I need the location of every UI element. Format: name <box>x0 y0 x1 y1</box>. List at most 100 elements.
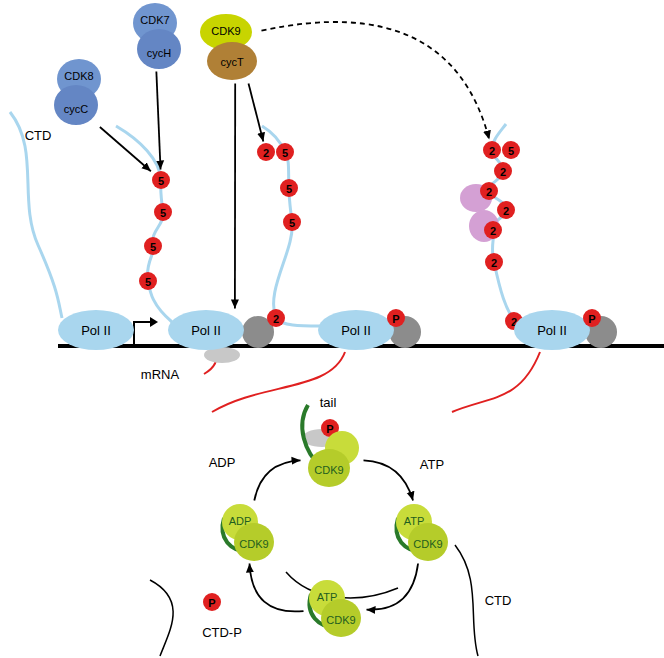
node-text: 5 <box>289 217 295 228</box>
phospho-dot: 5 <box>502 141 520 159</box>
arrow <box>249 83 264 141</box>
node-fill <box>58 310 134 350</box>
annotation: CTD-P <box>202 626 242 639</box>
node-shape <box>302 430 362 488</box>
phospho-dot: 2 <box>494 162 512 180</box>
node-text: CDK7 <box>140 15 169 26</box>
node-shape <box>218 502 278 562</box>
phospho-dot: 5 <box>152 171 170 189</box>
phospho-dot: 2 <box>267 309 285 327</box>
pol-ii: Pol II <box>168 310 244 350</box>
node-fill <box>408 523 448 561</box>
annotation: tail <box>320 396 337 409</box>
ctd-chain <box>150 580 173 656</box>
node-text: 5 <box>160 207 166 218</box>
node-text: Pol II <box>537 324 567 337</box>
ctd-chain <box>455 545 478 656</box>
phospho-dot: P <box>583 309 601 327</box>
annotation: mRNA <box>141 368 179 381</box>
node-text: cycH <box>147 48 171 59</box>
pol-ii: Pol II <box>514 310 590 350</box>
kinase-complex: CDK7 cycH <box>130 2 182 70</box>
node-fill <box>308 449 350 487</box>
node-text: ATP <box>404 516 425 527</box>
node-fill <box>139 272 157 290</box>
promoter-head <box>150 317 158 327</box>
node-fill <box>502 141 520 159</box>
phospho-dot: P <box>387 309 405 327</box>
node-fill <box>234 523 274 561</box>
arrow <box>363 460 413 500</box>
ctd-tail <box>116 126 172 322</box>
node-fill <box>280 179 298 197</box>
annotation: ATP <box>420 458 444 471</box>
node-text: cycC <box>64 104 88 115</box>
node-text: ADP <box>229 516 252 527</box>
phospho-dot: 2 <box>257 143 275 161</box>
node-fill <box>154 203 172 221</box>
phospho-dot: P <box>203 593 221 611</box>
cdk9-complex: ATP CDK9 <box>305 578 365 638</box>
phospho-dot: 2 <box>497 201 515 219</box>
phospho-dot: 5 <box>283 213 301 231</box>
node-fill <box>318 310 394 350</box>
node-fill <box>267 309 285 327</box>
node-text: 2 <box>489 145 495 156</box>
node-text: 2 <box>491 257 497 268</box>
phospho-dot: 5 <box>154 203 172 221</box>
node-fill <box>583 309 601 327</box>
kinase-complex: CDK9cycT <box>198 12 260 82</box>
node-fill <box>168 310 244 350</box>
node-fill <box>484 221 502 239</box>
node-text: CDK9 <box>413 539 442 550</box>
node-text: P <box>208 597 215 608</box>
node-text: 2 <box>263 147 269 158</box>
node-fill <box>257 143 275 161</box>
node-text: CDK8 <box>64 71 93 82</box>
phospho-dot: 5 <box>144 237 162 255</box>
node-text: 5 <box>282 147 288 158</box>
node-text: 2 <box>490 225 496 236</box>
arrow <box>249 563 303 611</box>
node-text: 2 <box>486 186 492 197</box>
phospho-dot: 2 <box>485 253 503 271</box>
node-fill <box>494 162 512 180</box>
annotation: CTD <box>485 594 512 607</box>
node-text: CDK9 <box>326 615 355 626</box>
node-text: 2 <box>503 205 509 216</box>
ctd-tail <box>10 112 62 318</box>
node-text: ATP <box>317 592 338 603</box>
node-text: CDK9 <box>211 26 240 37</box>
arrow <box>366 563 418 609</box>
node-fill <box>203 593 221 611</box>
node-fill <box>276 143 294 161</box>
node-shape <box>52 58 102 126</box>
node-fill <box>387 309 405 327</box>
phospho-dot: 5 <box>280 179 298 197</box>
node-fill <box>485 253 503 271</box>
node-text: 5 <box>158 175 164 186</box>
pol-ii: Pol II <box>318 310 394 350</box>
phospho-dot: 2 <box>483 141 501 159</box>
arrow <box>156 71 160 169</box>
node-fill <box>483 141 501 159</box>
node-fill <box>321 599 361 637</box>
node-text: CDK9 <box>314 465 343 476</box>
node-text: 5 <box>508 145 514 156</box>
arrow <box>100 127 151 171</box>
node-text: Pol II <box>81 324 111 337</box>
node-text: P <box>392 313 399 324</box>
cdk9-complex: ATP CDK9 <box>392 502 452 562</box>
promoter-arrow <box>134 322 150 346</box>
phospho-dot: 2 <box>480 182 498 200</box>
node-text: 5 <box>145 276 151 287</box>
node-fill <box>283 213 301 231</box>
node-text: 5 <box>150 241 156 252</box>
node-text: 5 <box>286 183 292 194</box>
node-shape <box>198 12 260 82</box>
node-text: 2 <box>273 313 279 324</box>
node-fill <box>137 29 181 69</box>
node-text: Pol II <box>341 324 371 337</box>
arrow <box>254 460 300 500</box>
